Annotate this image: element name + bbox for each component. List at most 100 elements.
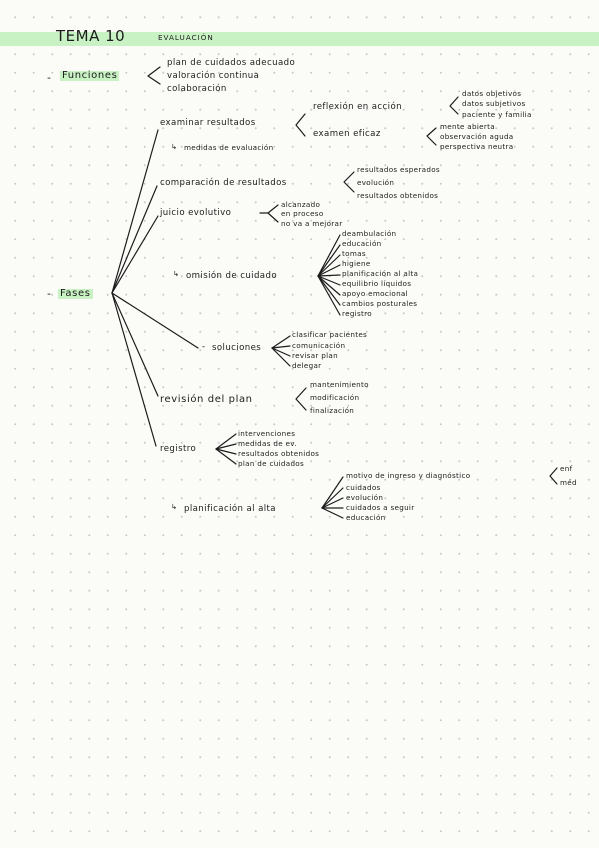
examen-item: perspectiva neutra [440, 142, 514, 151]
revision-item: mantenimiento [310, 380, 369, 389]
connector-line [111, 292, 159, 397]
examinar-label: examinar resultados [160, 118, 256, 128]
funciones-item: valoración continua [167, 71, 260, 81]
connector-line [215, 448, 237, 455]
bracket-icon [449, 96, 459, 115]
medidas-label: medidas de evaluación [184, 143, 274, 152]
reflexion-item: datos subjetivos [462, 99, 526, 108]
connector-line [215, 443, 237, 450]
omision-item: educación [342, 239, 382, 248]
juicio-item: no va a mejorar [281, 219, 343, 228]
omision-item: tomas [342, 249, 366, 258]
omision-item: cambios posturales [342, 299, 418, 308]
omision-item: equilibrio líquidos [342, 279, 412, 288]
connector-line [111, 215, 159, 294]
reflexion-item: datos objetivos [462, 89, 522, 98]
alta-item: cuidados a seguir [346, 503, 415, 512]
connector-line [317, 254, 341, 277]
funciones-dash: - [47, 71, 51, 84]
connector-line [111, 129, 159, 294]
alta-item: educación [346, 513, 386, 522]
registro-label: registro [160, 444, 197, 454]
funciones-label: Funciones [60, 70, 120, 81]
registro-item: resultados obtenidos [238, 449, 320, 458]
alta-subitem: enf [560, 464, 573, 473]
arrow-icon: ↳ [171, 502, 178, 511]
revision-item: modificación [310, 393, 360, 402]
connector-line [321, 507, 344, 519]
funciones-item: colaboración [167, 84, 227, 94]
page-subtitle: EVALUACIÓN [158, 33, 214, 42]
examen-label: examen eficaz [313, 129, 381, 139]
connector-line [111, 292, 199, 349]
comparacion-item: resultados obtenidos [357, 191, 439, 200]
connector-line [317, 264, 341, 277]
reflexion-item: paciente y familia [462, 110, 532, 119]
arrow-icon: ↳ [173, 269, 180, 278]
bracket-icon [549, 467, 558, 485]
fases-dash: - [47, 287, 51, 300]
connector-line [215, 433, 237, 450]
juicio-item: alcanzado [281, 200, 321, 209]
bracket-icon [295, 113, 306, 137]
bracket-icon [343, 171, 355, 193]
reflexion-label: reflexión en acción [313, 102, 402, 112]
connector-line [317, 234, 341, 277]
registro-item: medidas de ev. [238, 439, 297, 448]
connector-line [317, 275, 341, 286]
soluciones-item: comunicación [292, 341, 346, 350]
omision-label: omisión de cuidado [186, 271, 277, 281]
alta-item: evolución [346, 493, 384, 502]
revision-label: revisión del plan [160, 394, 253, 405]
soluciones-item: revisar plan [292, 351, 338, 360]
alta-item: motivo de ingreso y diagnóstico [346, 471, 471, 480]
connector-line [317, 275, 341, 296]
juicio-item: en proceso [281, 209, 324, 218]
connector-line [317, 274, 341, 277]
connector-line [321, 497, 344, 509]
fases-label: Fases [58, 288, 93, 299]
connector-line [317, 275, 341, 316]
connector-line [111, 185, 158, 294]
examen-item: mente abierta [440, 122, 495, 131]
examen-item: observación aguda [440, 132, 514, 141]
comparacion-item: resultados esperados [357, 165, 440, 174]
alta-label: planificación al alta [184, 504, 276, 514]
connector-line [317, 244, 341, 277]
omision-item: deambulación [342, 229, 397, 238]
funciones-item: plan de cuidados adecuado [167, 58, 296, 68]
alta-subitem: méd [560, 478, 577, 487]
comparacion-label: comparación de resultados [160, 178, 287, 188]
soluciones-label: soluciones [212, 343, 262, 353]
connector-line [271, 347, 291, 367]
connector-line [321, 487, 344, 509]
connector-line [317, 275, 341, 306]
soluciones-item: clasificar pacientes [292, 330, 368, 339]
bracket-icon [259, 204, 279, 223]
alta-item: cuidados [346, 483, 381, 492]
omision-item: planificación al alta [342, 269, 419, 278]
connector-line [111, 292, 157, 447]
registro-item: intervenciones [238, 429, 296, 438]
connector-line [271, 347, 291, 357]
omision-item: higiene [342, 259, 371, 268]
bracket-icon [147, 66, 161, 85]
page-title: TEMA 10 [56, 27, 126, 45]
bracket-icon [295, 387, 307, 411]
soluciones-dash: - [202, 342, 206, 352]
bracket-icon [426, 127, 437, 146]
comparacion-item: evolución [357, 178, 395, 187]
connector-line [271, 345, 291, 349]
omision-item: apoyo emocional [342, 289, 408, 298]
title-highlight-bar [0, 32, 599, 46]
arrow-icon: ↳ [171, 142, 178, 151]
juicio-label: juicio evolutivo [160, 208, 232, 218]
omision-item: registro [342, 309, 372, 318]
registro-item: plan de cuidados [238, 459, 305, 468]
connector-line [215, 448, 237, 465]
connector-line [271, 335, 291, 349]
soluciones-item: delegar [292, 361, 322, 370]
connector-line [321, 476, 344, 509]
